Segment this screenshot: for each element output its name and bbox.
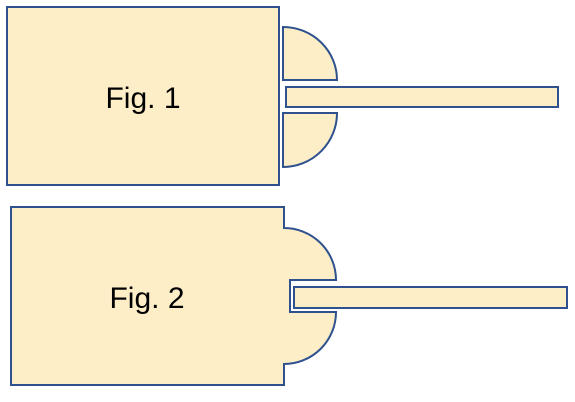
fig1-label: Fig. 1: [105, 82, 180, 115]
fig2-body-outline: [10, 206, 338, 386]
fig1-lower-quarter-disc: [282, 112, 339, 169]
fig2-label: Fig. 2: [109, 282, 184, 315]
figure-1: Fig. 1: [6, 6, 559, 186]
fig1-body-rect: [6, 6, 280, 186]
fig1-bar: [285, 86, 559, 108]
figure-2: Fig. 2: [10, 206, 568, 386]
fig1-upper-quarter-disc: [282, 25, 339, 81]
fig2-bar: [293, 286, 568, 309]
